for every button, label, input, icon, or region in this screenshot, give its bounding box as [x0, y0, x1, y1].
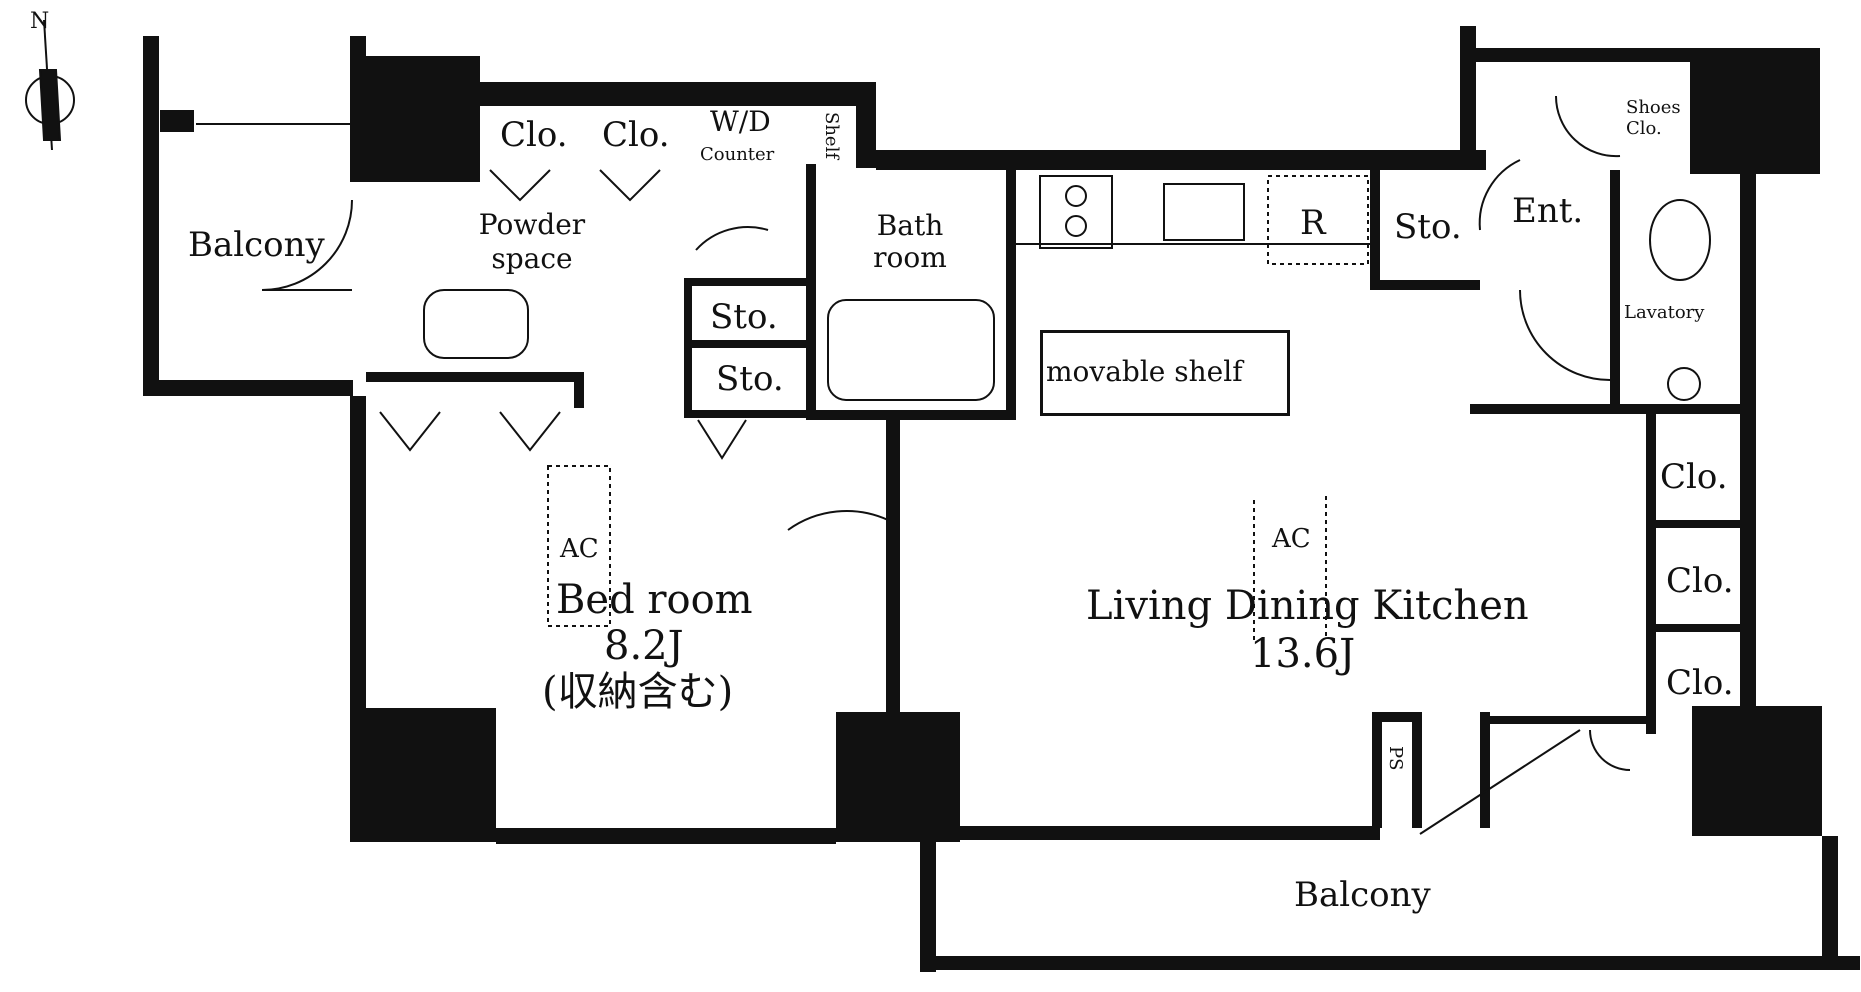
closet-label-3: Clo.	[1660, 457, 1728, 497]
balcony-west-label: Balcony	[188, 225, 325, 265]
bath-room-label: Bath room	[873, 209, 947, 275]
closet-doors	[379, 169, 747, 460]
door-swings	[261, 95, 1631, 835]
wd-counter-top-label: W/D	[710, 105, 771, 138]
shoes-closet-label: Shoes Clo.	[1626, 97, 1681, 139]
shelf-label: Shelf	[821, 112, 842, 159]
refrigerator-label: R	[1300, 203, 1326, 243]
closet-label-5: Clo.	[1666, 663, 1734, 703]
north-arrow-icon: N	[25, 9, 75, 151]
bedroom-note-label: (収納含む)	[542, 669, 734, 715]
storage-label-2: Sto.	[716, 359, 784, 399]
lavatory-label: Lavatory	[1624, 302, 1705, 323]
storage-label-3: Sto.	[1394, 207, 1462, 247]
closet-label-1: Clo.	[500, 115, 568, 155]
storage-label-1: Sto.	[710, 297, 778, 337]
fixtures	[143, 123, 1711, 961]
bedroom-name-label: Bed room	[556, 577, 753, 623]
bedroom-ac-label: AC	[560, 534, 599, 564]
closet-label-4: Clo.	[1666, 561, 1734, 601]
powder-space-label: Powder space	[478, 208, 586, 275]
ldk-ac-label: AC	[1272, 524, 1311, 554]
pipe-space-label: PS	[1385, 746, 1406, 771]
movable-shelf-box	[1040, 330, 1290, 416]
svg-text:N: N	[30, 9, 49, 34]
entrance-label: Ent.	[1512, 191, 1584, 231]
bedroom-size-label: 8.2J	[604, 623, 684, 669]
outer-walls	[143, 26, 1860, 972]
ldk-name-label: Living Dining Kitchen	[1086, 583, 1529, 629]
movable-shelf-label: movable shelf	[1046, 355, 1243, 388]
balcony-south-label: Balcony	[1294, 875, 1431, 915]
ldk-size-label: 13.6J	[1250, 631, 1356, 677]
wd-counter-bottom-label: Counter	[700, 144, 775, 165]
closet-label-2: Clo.	[602, 115, 670, 155]
